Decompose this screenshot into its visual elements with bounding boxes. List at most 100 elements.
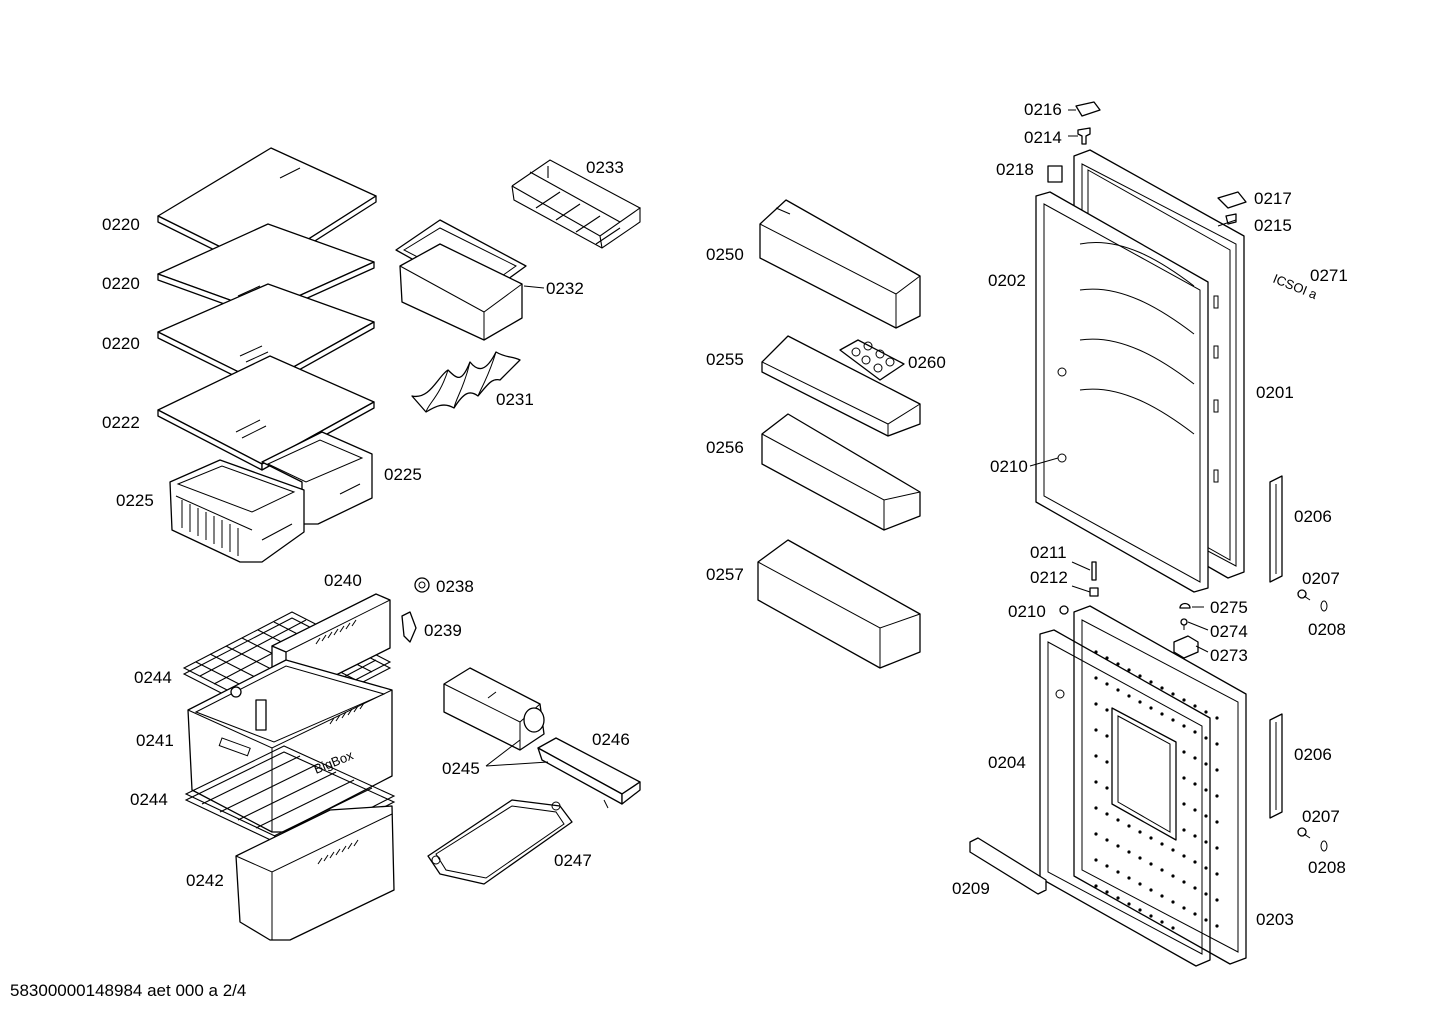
label-0246: 0246	[592, 730, 630, 749]
wire-bottle-rack	[511, 159, 642, 249]
door-dot	[1204, 788, 1208, 792]
label-0238: 0238	[436, 577, 474, 596]
bigbox-drawer: BigBox	[187, 659, 393, 833]
door-dot	[1105, 786, 1109, 790]
door-dot	[1193, 860, 1197, 864]
door-dot	[1094, 806, 1098, 810]
label-0208-lower: 0208	[1308, 858, 1346, 877]
door-dot	[1215, 768, 1219, 772]
door-dot	[1171, 874, 1175, 878]
door-dot	[1204, 710, 1208, 714]
door-dot	[1127, 850, 1131, 854]
door-dot	[1116, 870, 1120, 874]
label-0242: 0242	[186, 871, 224, 890]
door-dot	[1193, 808, 1197, 812]
door-dot	[1105, 838, 1109, 842]
label-0208-upper: 0208	[1308, 620, 1346, 639]
screw-0274	[1180, 618, 1188, 630]
hinge-pin-0214	[1077, 127, 1091, 145]
door-dot	[1127, 824, 1131, 828]
door-dot	[1094, 728, 1098, 732]
door-dot	[1160, 686, 1164, 690]
label-0257: 0257	[706, 565, 744, 584]
door-dot	[1215, 742, 1219, 746]
part-labels: 0216 0214 0218 0217 0215 0202 0271 0201 …	[102, 100, 1348, 929]
plug-0218	[1047, 165, 1063, 183]
label-0239: 0239	[424, 621, 462, 640]
handle-upper-0206	[1269, 475, 1283, 583]
label-0250: 0250	[706, 245, 744, 264]
door-dot	[1171, 848, 1175, 852]
door-dot	[1094, 832, 1098, 836]
label-0217: 0217	[1254, 189, 1292, 208]
label-0218: 0218	[996, 160, 1034, 179]
door-dot	[1193, 886, 1197, 890]
leader-0245	[485, 739, 549, 767]
door-dot	[1149, 836, 1153, 840]
door-dot	[1149, 888, 1153, 892]
label-0209: 0209	[952, 879, 990, 898]
label-0231: 0231	[496, 390, 534, 409]
door-dot	[1105, 864, 1109, 868]
label-0220-a: 0220	[102, 215, 140, 234]
door-shelf-0256	[761, 413, 921, 531]
door-dot	[1215, 794, 1219, 798]
door-dot	[1127, 876, 1131, 880]
door-shelf-0257	[757, 539, 921, 669]
door-dot	[1138, 700, 1142, 704]
door-dot	[1171, 926, 1175, 930]
egg-tray-0260	[839, 339, 905, 381]
ice-tray-small	[537, 737, 641, 809]
label-0206-lower: 0206	[1294, 745, 1332, 764]
label-0206-upper: 0206	[1294, 507, 1332, 526]
label-0203: 0203	[1256, 910, 1294, 929]
door-dot	[1149, 862, 1153, 866]
clip-part	[401, 611, 417, 643]
door-dot	[1182, 698, 1186, 702]
door-dot	[1127, 902, 1131, 906]
label-0222: 0222	[102, 413, 140, 432]
label-0232: 0232	[546, 279, 584, 298]
door-dot	[1215, 924, 1219, 928]
door-dot	[1116, 844, 1120, 848]
door-dot	[1215, 846, 1219, 850]
label-0211: 0211	[1030, 543, 1067, 562]
door-dot	[1138, 882, 1142, 886]
cover-0217	[1217, 191, 1247, 209]
door-dot	[1105, 760, 1109, 764]
cap-0275	[1179, 602, 1204, 609]
pin-0215	[1225, 213, 1237, 225]
washer-0208-lower	[1320, 840, 1328, 852]
label-0241: 0241	[136, 731, 174, 750]
door-dot	[1094, 884, 1098, 888]
label-0240: 0240	[324, 571, 362, 590]
door-dot	[1182, 750, 1186, 754]
label-0233: 0233	[586, 158, 624, 177]
door-dot	[1204, 736, 1208, 740]
freezer-drawer-lower	[235, 805, 395, 941]
door-dot	[1215, 898, 1219, 902]
door-dot	[1149, 706, 1153, 710]
door-dot	[1116, 896, 1120, 900]
label-0214: 0214	[1024, 128, 1062, 147]
label-0207-lower: 0207	[1302, 807, 1340, 826]
door-dot	[1149, 914, 1153, 918]
bush-0212	[1089, 587, 1099, 597]
door-dot	[1138, 674, 1142, 678]
door-dot	[1105, 708, 1109, 712]
label-0204: 0204	[988, 753, 1026, 772]
door-dot	[1094, 754, 1098, 758]
door-dot	[1182, 854, 1186, 858]
door-dot	[1193, 912, 1197, 916]
door-shelf-0255	[761, 335, 921, 437]
door-dot	[1193, 834, 1197, 838]
door-dot	[1204, 918, 1208, 922]
freezer-tray	[395, 219, 527, 341]
ice-storage-box	[443, 667, 545, 751]
door-dot	[1160, 712, 1164, 716]
screw-0207-lower	[1297, 827, 1311, 839]
label-0210-lower: 0210	[1008, 602, 1046, 621]
door-dot	[1094, 702, 1098, 706]
ice-cube-plate	[427, 799, 573, 885]
label-0216: 0216	[1024, 100, 1062, 119]
